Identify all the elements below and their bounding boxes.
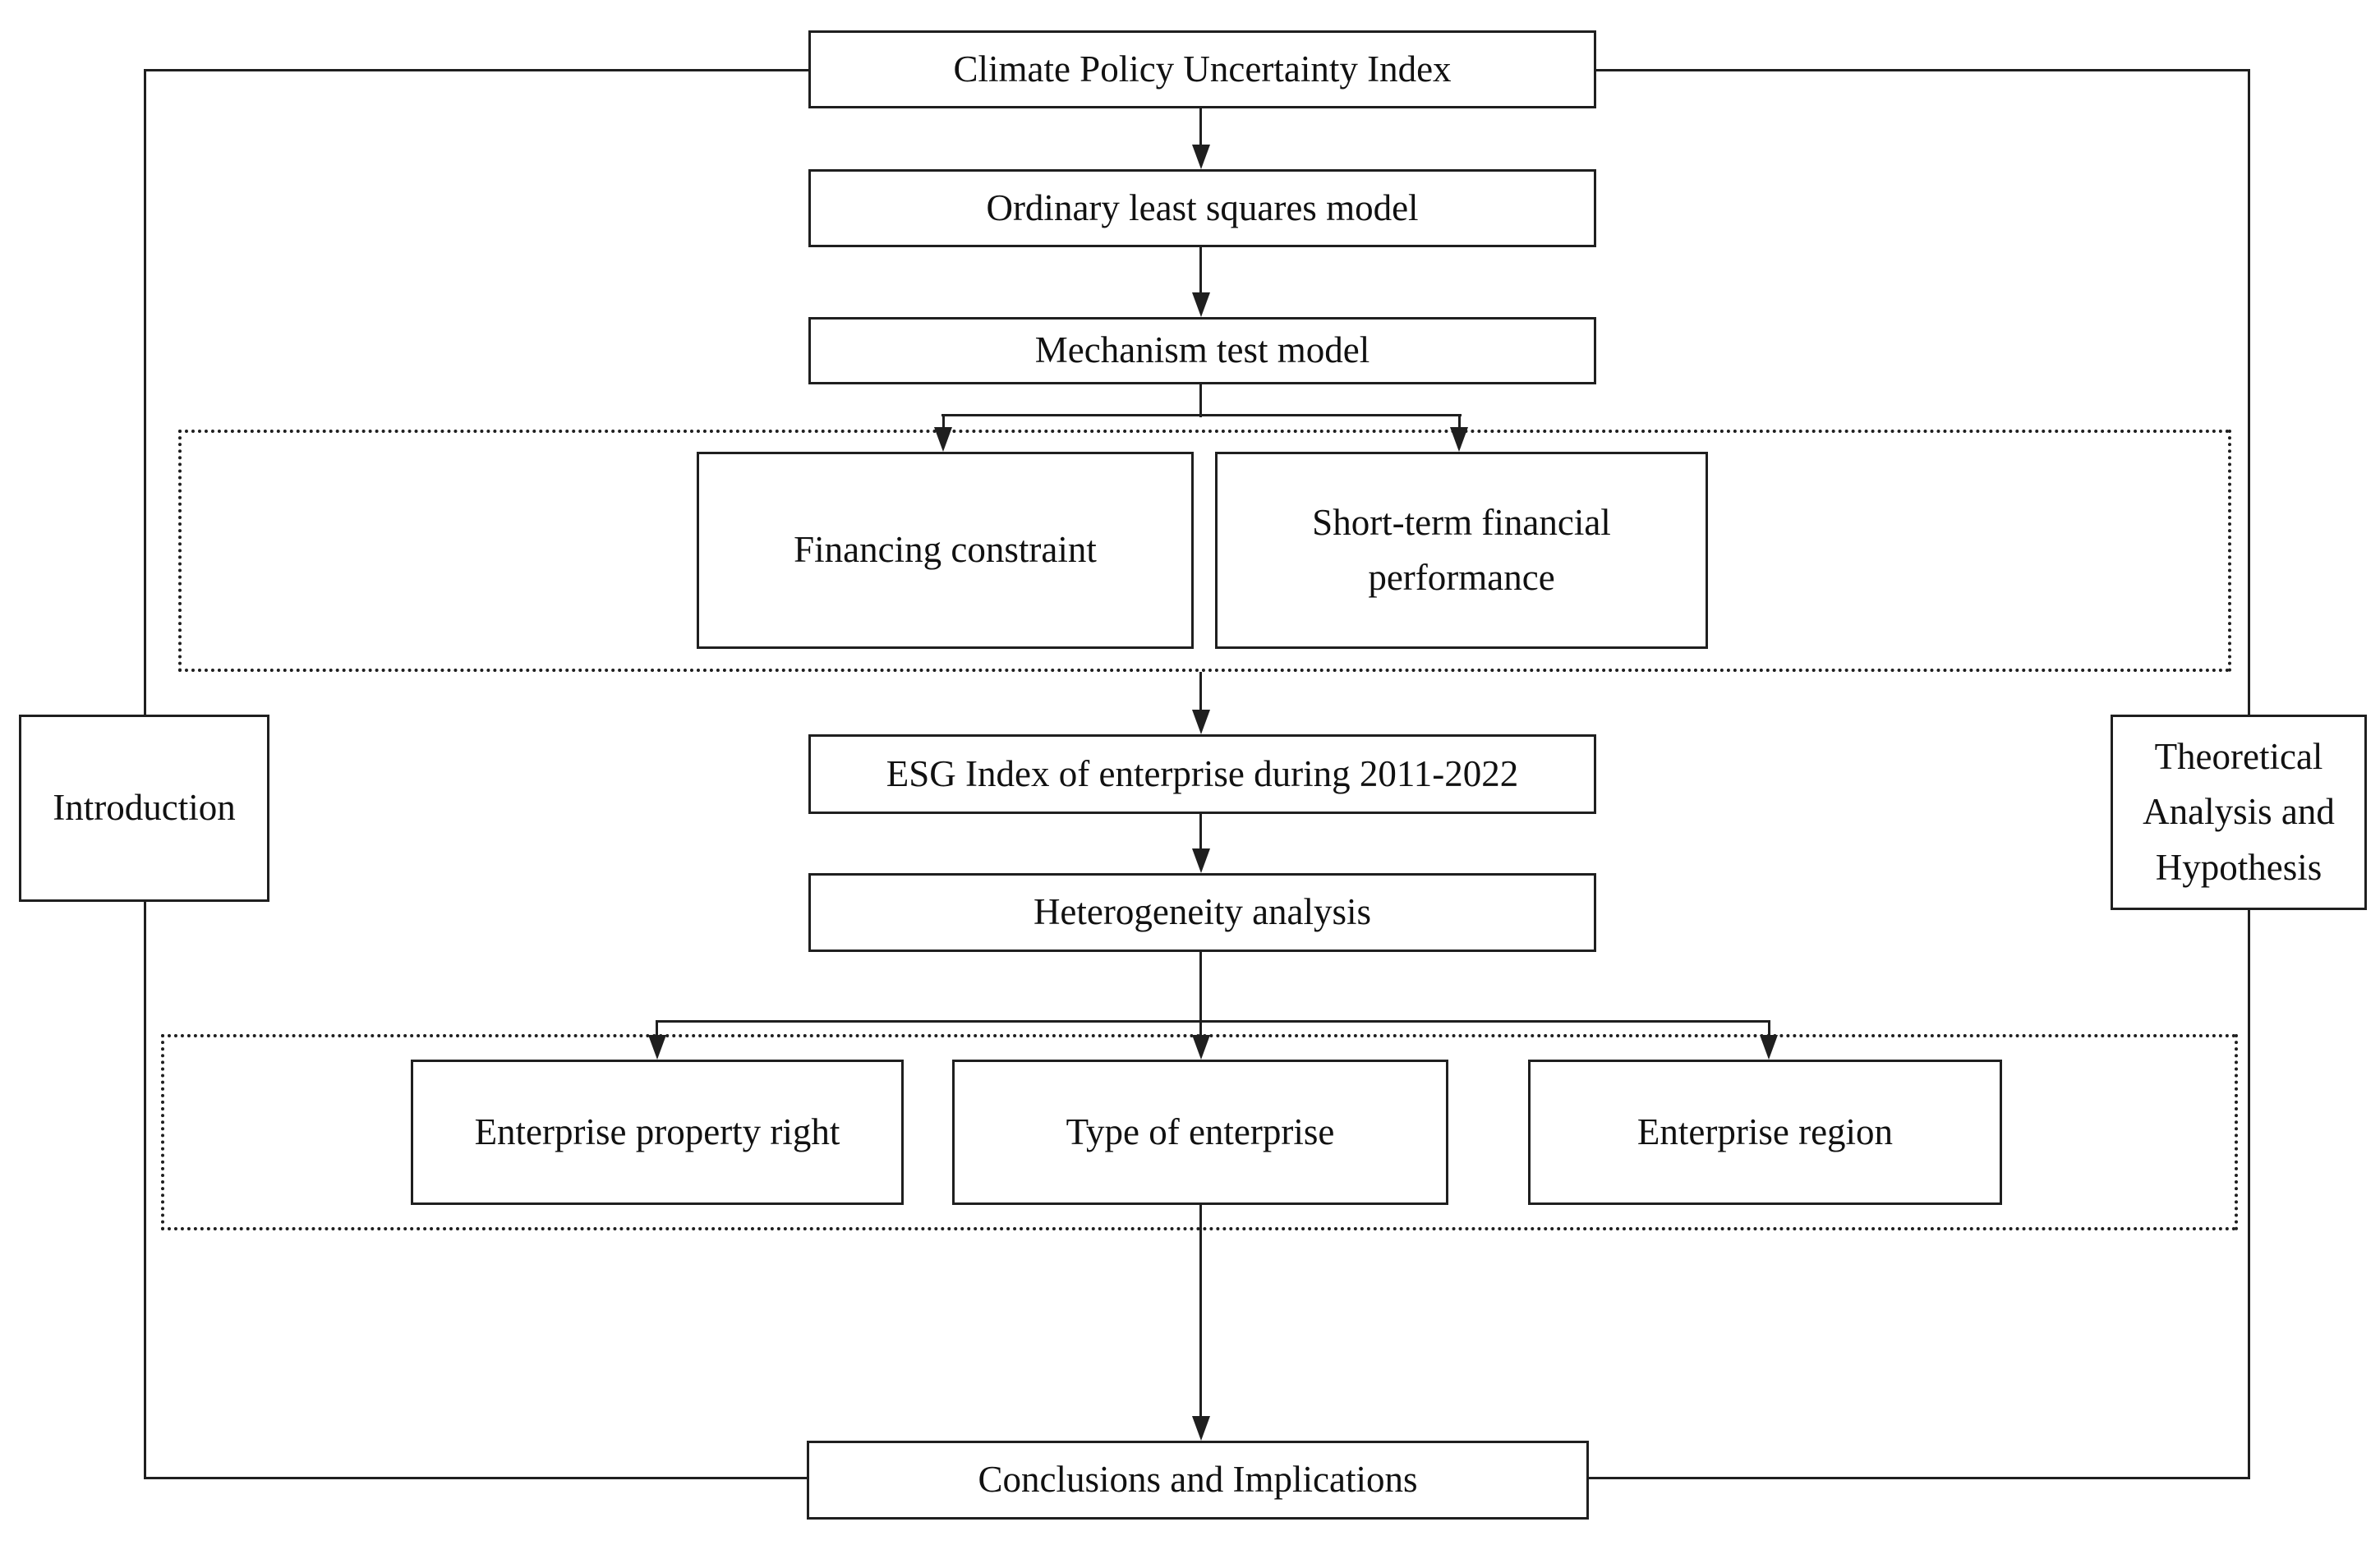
- arrowhead-down-icon: [1192, 710, 1210, 734]
- arrowhead-down-icon: [648, 1035, 666, 1060]
- node-short-term-financial-performance: Short-term financial performance: [1215, 452, 1708, 649]
- arrowhead-down-icon: [1450, 427, 1468, 452]
- node-label: Enterprise region: [1637, 1110, 1894, 1152]
- connector-esg-to-heterogeneity: [1199, 814, 1202, 850]
- node-introduction: Introduction: [19, 715, 269, 902]
- node-label: Theoretical Analysis and Hypothesis: [2143, 735, 2335, 888]
- node-label: Climate Policy Uncertainty Index: [953, 48, 1452, 90]
- stub-to-property: [656, 1020, 658, 1038]
- branch-line-mechanism: [941, 414, 1462, 416]
- node-mechanism-test-model: Mechanism test model: [808, 317, 1596, 384]
- node-theoretical-analysis-and-hypothesis: Theoretical Analysis and Hypothesis: [2111, 715, 2367, 910]
- node-label: Short-term financial performance: [1312, 501, 1611, 599]
- node-label: Introduction: [53, 787, 236, 829]
- node-financing-constraint: Financing constraint: [697, 452, 1194, 649]
- arrowhead-down-icon: [934, 427, 952, 452]
- node-enterprise-region: Enterprise region: [1528, 1060, 2002, 1205]
- node-label: ESG Index of enterprise during 2011-2022: [886, 752, 1519, 794]
- node-climate-policy-uncertainty-index: Climate Policy Uncertainty Index: [808, 30, 1596, 108]
- node-label: Type of enterprise: [1066, 1110, 1335, 1152]
- connector-mechanism-to-branch: [1199, 384, 1202, 417]
- stub-to-shortterm: [1458, 414, 1461, 430]
- arrowhead-down-icon: [1192, 292, 1210, 317]
- node-label: Heterogeneity analysis: [1033, 891, 1372, 933]
- node-label: Conclusions and Implications: [978, 1459, 1418, 1501]
- stub-to-region: [1768, 1020, 1770, 1038]
- connector-heterogeneity-to-branch: [1199, 952, 1202, 1023]
- arrowhead-down-icon: [1192, 1416, 1210, 1441]
- node-label: Enterprise property right: [474, 1110, 840, 1152]
- node-enterprise-property-right: Enterprise property right: [411, 1060, 904, 1205]
- node-heterogeneity-analysis: Heterogeneity analysis: [808, 873, 1596, 952]
- stub-to-type: [1199, 1020, 1202, 1038]
- connector-container-to-esg: [1199, 672, 1202, 711]
- node-label: Ordinary least squares model: [986, 186, 1419, 228]
- node-label: Financing constraint: [794, 529, 1097, 571]
- arrowhead-down-icon: [1192, 1035, 1210, 1060]
- arrowhead-down-icon: [1192, 848, 1210, 873]
- arrowhead-down-icon: [1760, 1035, 1778, 1060]
- node-conclusions-and-implications: Conclusions and Implications: [807, 1441, 1589, 1520]
- node-type-of-enterprise: Type of enterprise: [952, 1060, 1448, 1205]
- connector-ols-to-mechanism: [1199, 247, 1202, 296]
- branch-line-heterogeneity: [656, 1020, 1770, 1023]
- connector-type-to-conclusions: [1199, 1205, 1202, 1419]
- node-label: Mechanism test model: [1034, 329, 1370, 371]
- connector-climate-to-ols: [1199, 108, 1202, 148]
- dotted-container-mechanism-tests: [178, 430, 2231, 672]
- stub-to-financing: [942, 414, 945, 430]
- arrowhead-down-icon: [1192, 145, 1210, 169]
- node-esg-index-2011-2022: ESG Index of enterprise during 2011-2022: [808, 734, 1596, 814]
- node-ordinary-least-squares-model: Ordinary least squares model: [808, 169, 1596, 247]
